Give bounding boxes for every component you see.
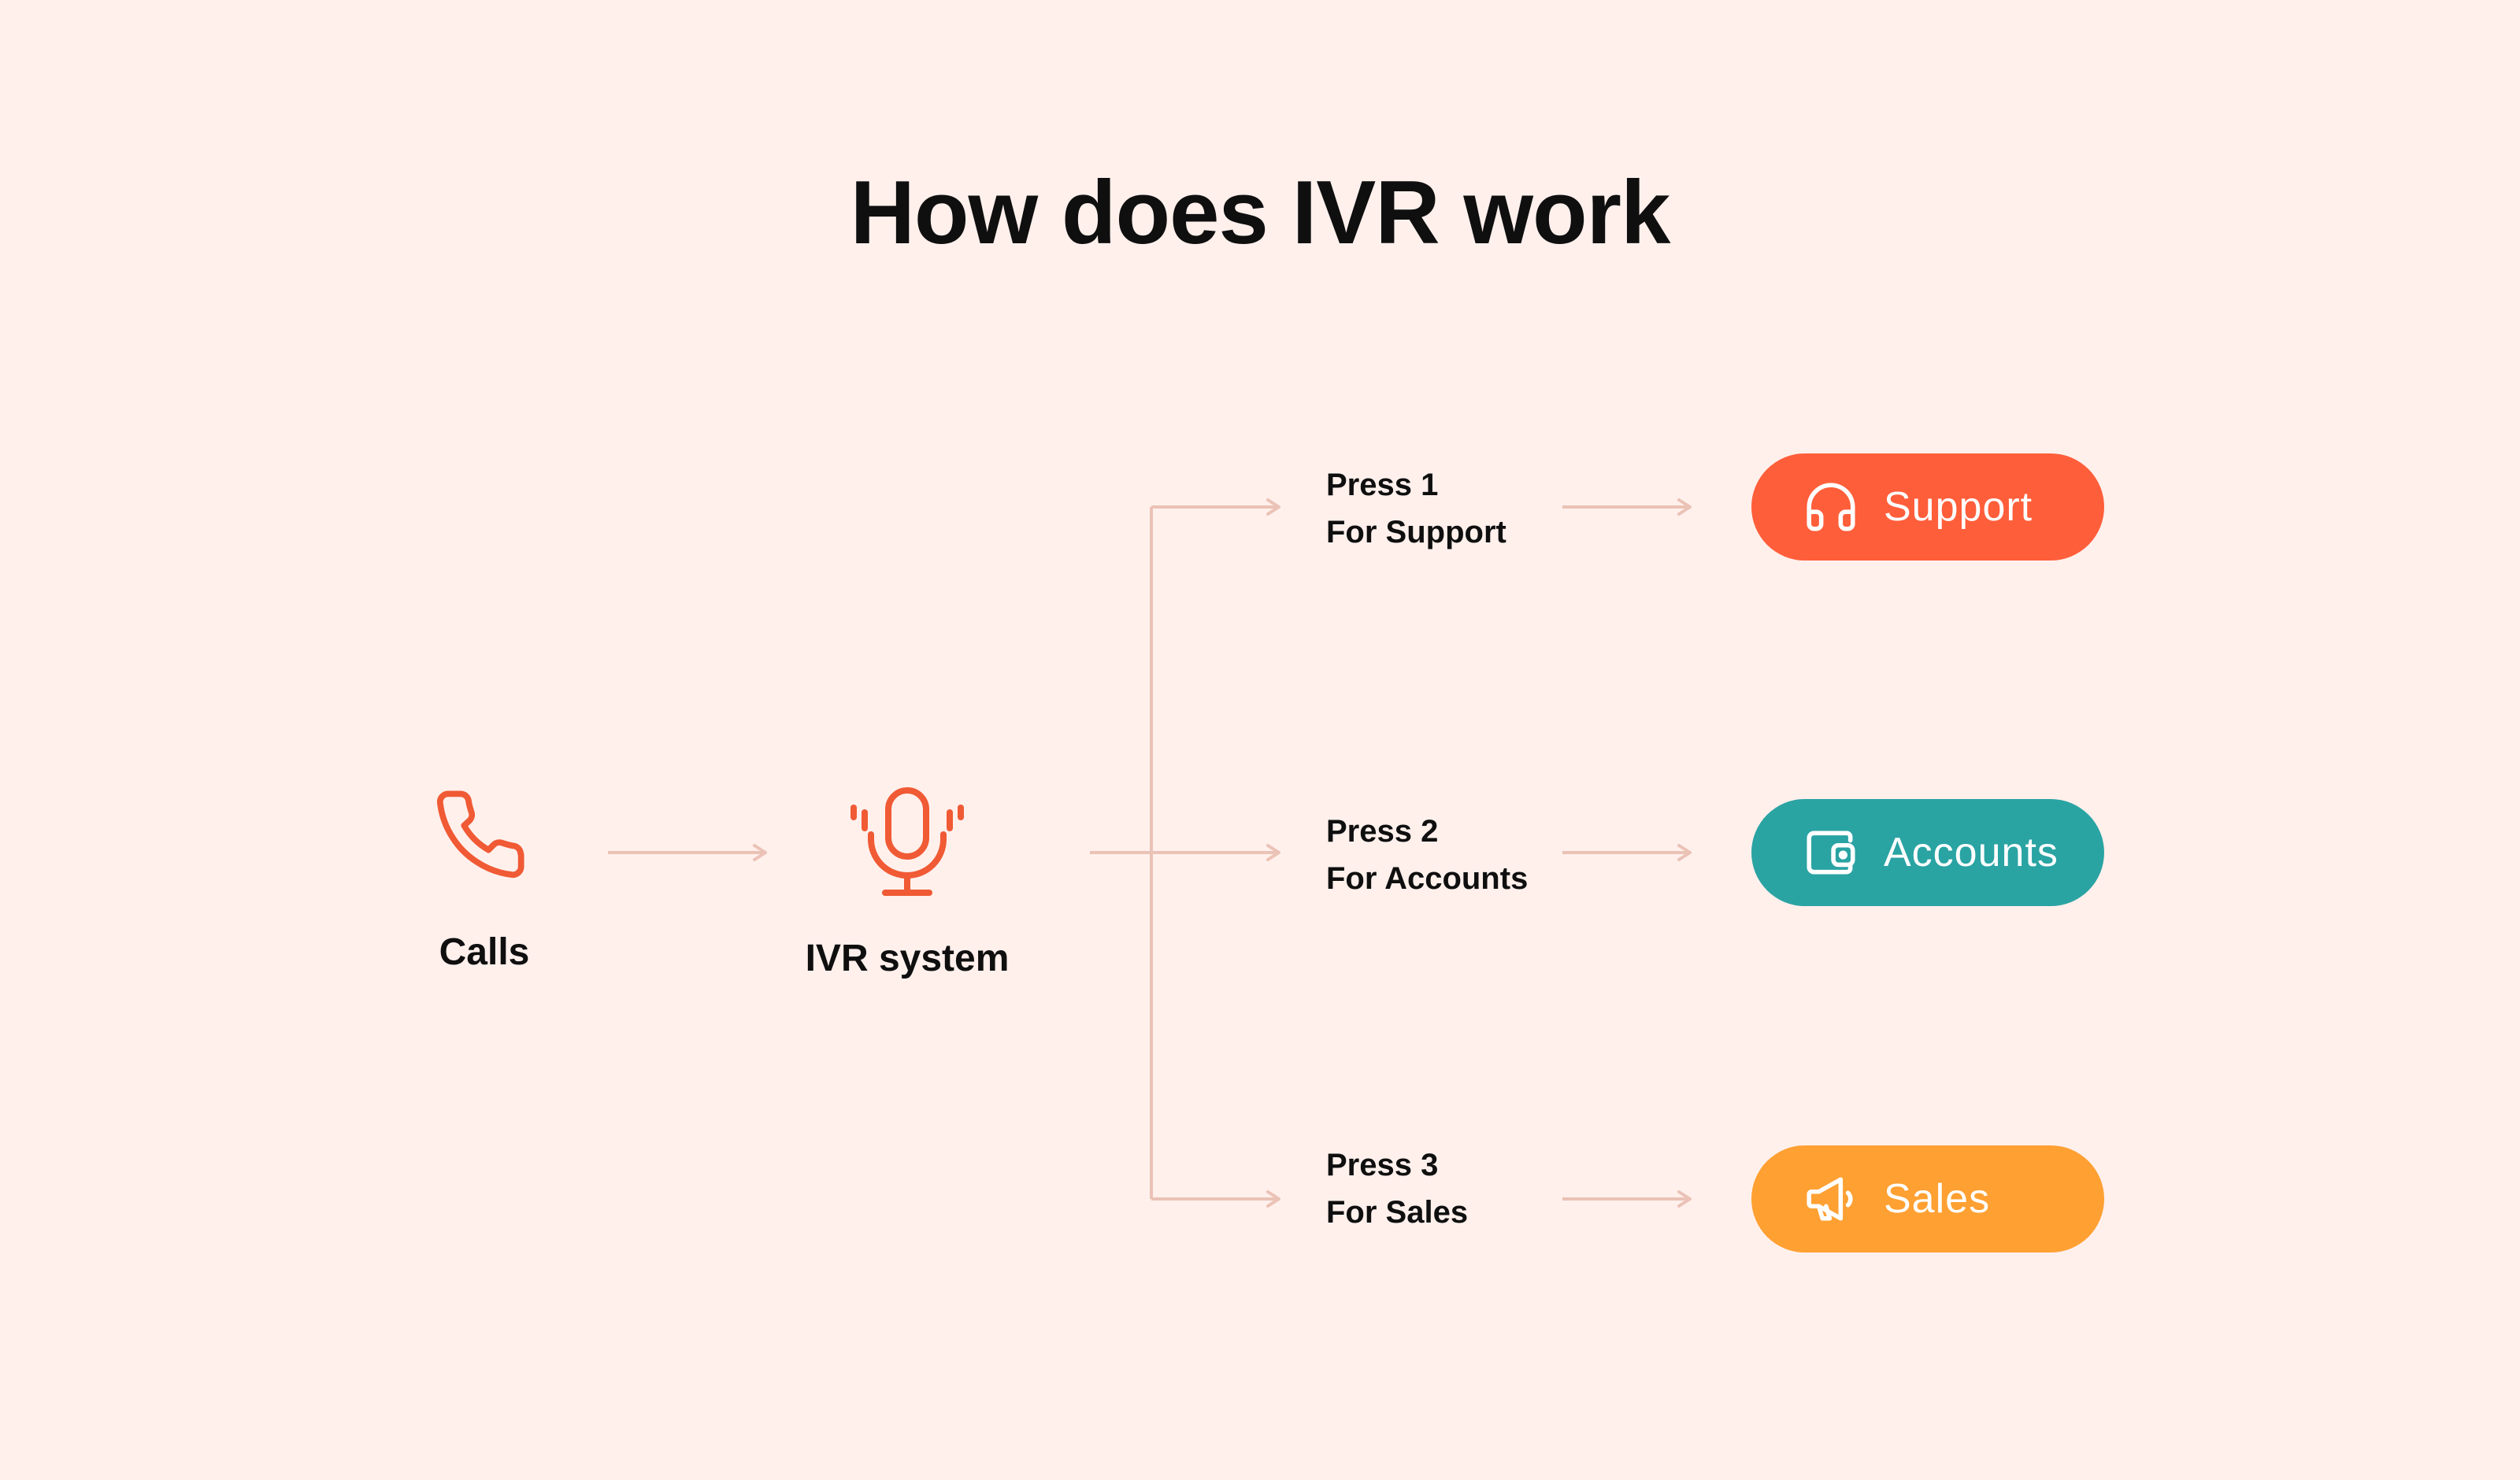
page-title: How does IVR work (850, 163, 1671, 263)
wallet-icon (1802, 823, 1860, 882)
press-3-line2: For Sales (1326, 1195, 1469, 1230)
support-pill: Support (1751, 453, 2104, 561)
calls-label: Calls (439, 931, 530, 973)
ivr-system-label: IVR system (805, 938, 1010, 979)
megaphone-icon (1802, 1170, 1860, 1228)
accounts-label: Accounts (1884, 830, 2059, 875)
press-3-line1: Press 3 (1326, 1148, 1439, 1182)
press-2-step: Press 2 For Accounts (1326, 808, 1528, 902)
press-2-line1: Press 2 (1326, 814, 1439, 849)
press-1-line1: Press 1 (1326, 468, 1439, 502)
press-2-line2: For Accounts (1326, 861, 1529, 896)
press-1-step: Press 1 For Support (1326, 461, 1506, 556)
press-1-line2: For Support (1326, 515, 1506, 549)
microphone-icon (849, 786, 965, 899)
phone-icon (432, 786, 529, 883)
sales-label: Sales (1884, 1176, 1991, 1222)
sales-pill: Sales (1751, 1145, 2104, 1252)
accounts-pill: Accounts (1751, 799, 2104, 906)
press-3-step: Press 3 For Sales (1326, 1141, 1468, 1236)
support-label: Support (1884, 484, 2033, 530)
headphones-icon (1802, 478, 1860, 536)
